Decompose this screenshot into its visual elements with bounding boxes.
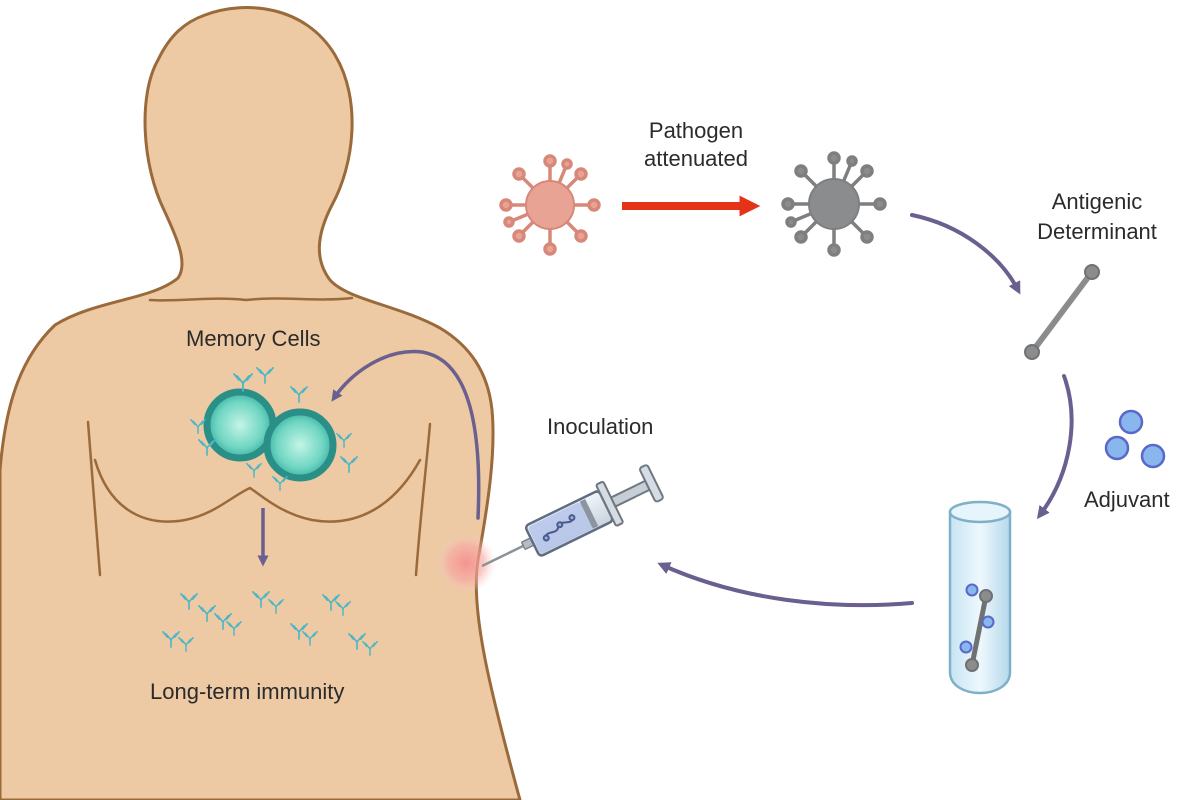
chest-line xyxy=(93,458,422,523)
long-term-immunity-label: Long-term immunity xyxy=(150,679,345,704)
pathogen-label-line1: Pathogen xyxy=(648,118,744,143)
injection-site xyxy=(436,533,496,593)
adjuvant-label: Adjuvant xyxy=(1084,487,1170,512)
attenuated-virus-icon xyxy=(781,151,887,257)
adjuvant-particles-icon xyxy=(1104,409,1166,469)
arrow-tube-to-syringe xyxy=(657,562,914,608)
pathogen-label-line2: attenuated xyxy=(644,146,748,171)
virus-icon xyxy=(499,154,601,256)
arrow-inoculation-to-memory xyxy=(331,349,481,520)
antigen-rod-icon xyxy=(1024,264,1100,360)
syringe-icon xyxy=(481,464,664,568)
memory-cells-label: Memory Cells xyxy=(186,326,321,351)
right-arm-line xyxy=(414,422,432,577)
antigenic-label-line1: Antigenic xyxy=(1051,189,1143,214)
memory-cell-icon xyxy=(190,366,358,491)
arrow-antigen-to-tube xyxy=(1036,374,1074,520)
left-arm-line xyxy=(86,420,102,577)
collarbone-line xyxy=(148,296,354,302)
inoculation-label: Inoculation xyxy=(547,414,654,439)
arrow-attenuated-to-antigen xyxy=(910,213,1021,295)
antigenic-label-line2: Determinant xyxy=(1037,219,1157,244)
test-tube-icon xyxy=(948,500,1012,695)
